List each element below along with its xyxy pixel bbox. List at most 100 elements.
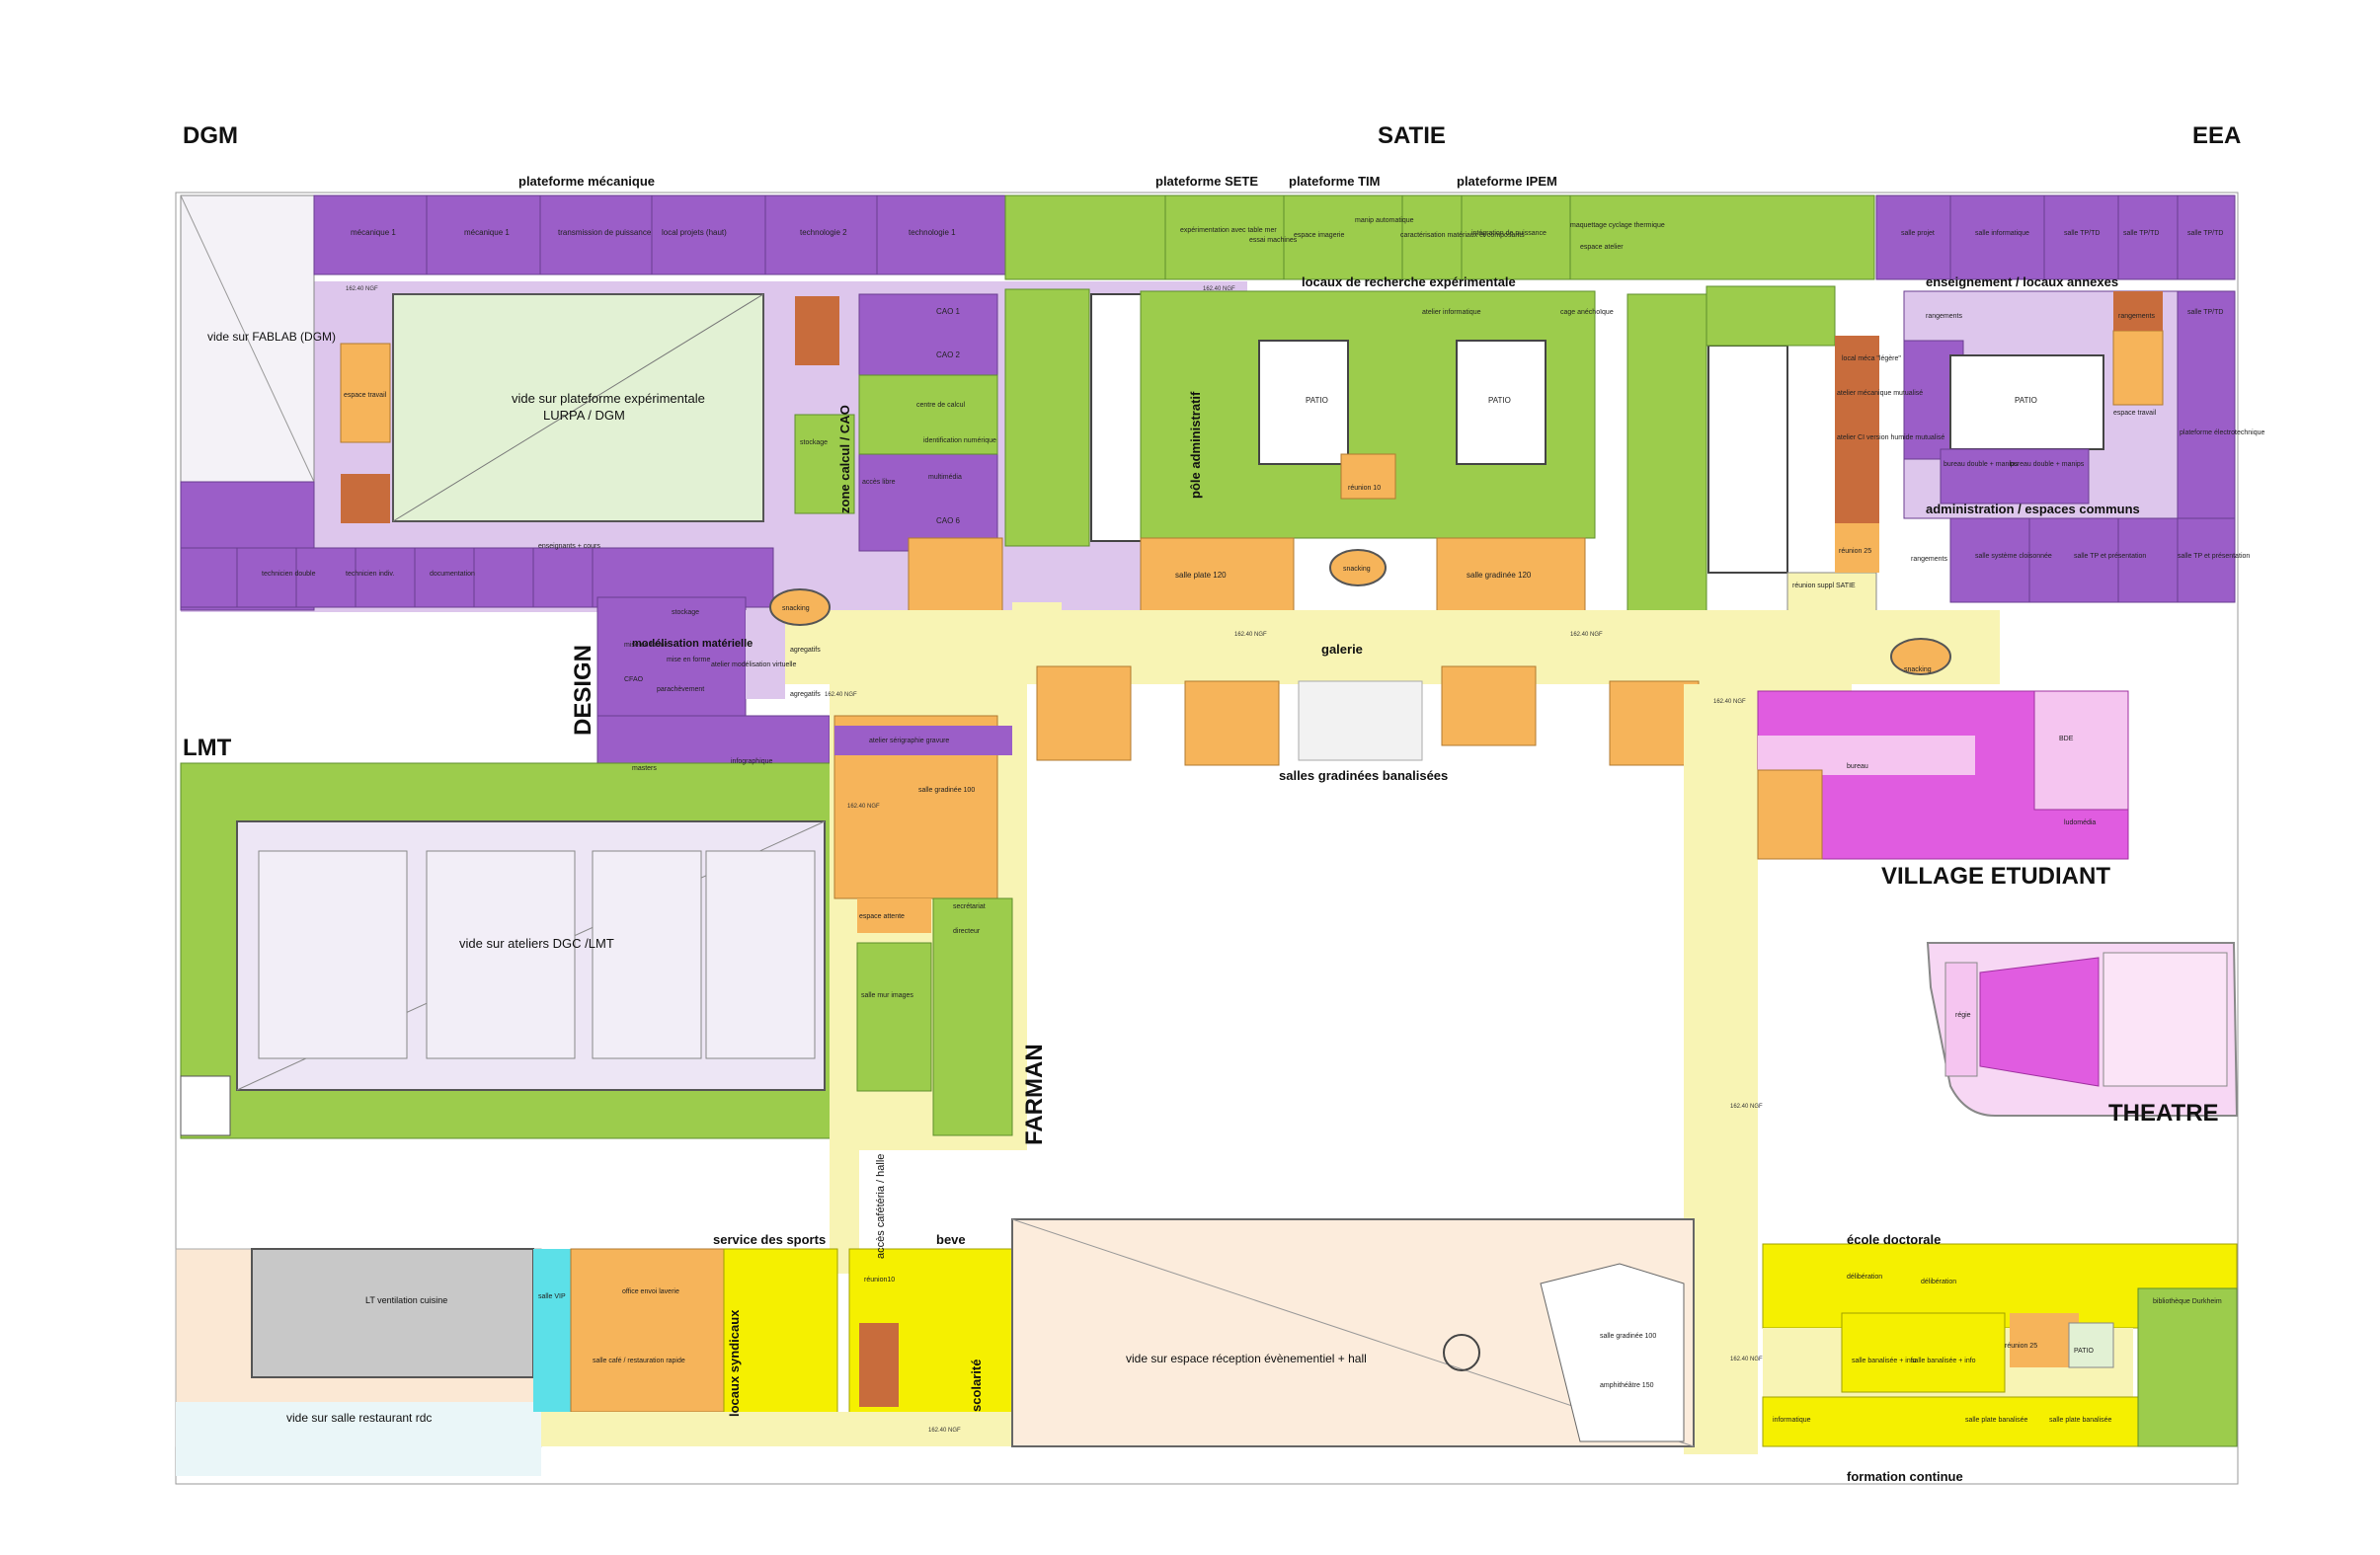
room-espace-atelier: espace atelier (1580, 244, 1624, 251)
salle-gradinee-120 (1436, 537, 1586, 613)
salle-gradinee-c (1441, 665, 1537, 746)
stockage-room (794, 414, 855, 514)
room-cao6: CAO 6 (936, 516, 961, 525)
level-ngf-10: 162.40 NGF (928, 1428, 961, 1434)
patio-3 (1949, 354, 2104, 450)
section-service-sports: service des sports (713, 1232, 826, 1247)
room-reunion10b: réunion10 (864, 1277, 895, 1283)
room-salle-gradinee-120: salle gradinée 120 (1467, 571, 1532, 580)
room-bureau-double-2: bureau double + manips (2010, 461, 2085, 468)
section-salles-gradinees: salles gradinées banalisées (1279, 768, 1448, 783)
room-salle-banalisee-2: salle banalisée + info (1911, 1358, 1976, 1364)
section-pole-admin: pôle administratif (1188, 391, 1203, 499)
eea-espace-travail (2112, 330, 2164, 406)
room-cao2: CAO 2 (936, 350, 961, 359)
satie-void-2 (1707, 345, 1788, 574)
level-ngf-8: 162.40 NGF (1730, 1104, 1763, 1110)
room-atelier-modelisation: atelier modélisation virtuelle (711, 661, 796, 668)
stair-block-1 (908, 537, 1003, 618)
satie-col-2 (1626, 293, 1707, 621)
room-espace-attente: espace attente (859, 913, 905, 920)
salle-gradinee-a (1036, 665, 1132, 761)
room-stockage: stockage (800, 439, 828, 446)
room-cfao: CFAO (624, 676, 644, 683)
label-lmt: LMT (183, 735, 232, 761)
room-snacking-2: snacking (1343, 566, 1371, 573)
room-centre-calcul: centre de calcul (916, 402, 965, 409)
sanitary-2 (795, 296, 839, 365)
section-galerie: galerie (1321, 642, 1363, 657)
snacking-oval-2 (1329, 549, 1387, 586)
patio-4 (2068, 1322, 2114, 1368)
salle-mur-images (856, 942, 932, 1092)
void-lurpa-2: LURPA / DGM (543, 408, 625, 423)
room-espace-travail: espace travail (2113, 410, 2157, 417)
eea-bottom-rooms (1949, 517, 2236, 603)
room-manip: manip automatique (1355, 217, 1414, 224)
office-cafe (570, 1248, 725, 1413)
room-agregatifs-1: agregatifs (790, 647, 821, 654)
room-mecanique1b: mécanique 1 (464, 228, 510, 237)
centre-calcul (858, 374, 998, 455)
beve-sanitary (859, 1323, 899, 1407)
room-local-meca: local méca "légère" (1842, 355, 1901, 362)
section-plateforme-sete: plateforme SETE (1155, 174, 1258, 189)
room-mecanique1a: mécanique 1 (351, 228, 396, 237)
label-eea: EEA (2192, 122, 2241, 149)
level-ngf-4: 162.40 NGF (1570, 632, 1603, 638)
room-integration: intégration de puissance (1471, 230, 1547, 237)
reunion-10 (1340, 453, 1396, 500)
dgm-sanitary (341, 474, 390, 523)
room-rangements-1: rangements (1926, 313, 1962, 320)
room-snacking-1: snacking (782, 605, 810, 612)
village-gradin (1757, 769, 1823, 860)
room-techno1: technologie 1 (909, 228, 956, 237)
label-dgm: DGM (183, 122, 238, 149)
room-enseignants: enseignants + cours (538, 543, 600, 550)
label-design: DESIGN (570, 645, 596, 736)
room-deliberation-2: délibération (1921, 1279, 1956, 1285)
room-mise-en-forme-2: mise en forme (667, 657, 710, 663)
section-plateforme-mecanique: plateforme mécanique (518, 174, 655, 189)
galerie-link (1012, 602, 1062, 632)
room-patio-4: PATIO (2074, 1348, 2095, 1355)
room-atelier-meca: atelier mécanique mutualisé (1837, 390, 1923, 397)
room-salle-cafe: salle café / restauration rapide (593, 1358, 685, 1364)
room-salle-vip: salle VIP (538, 1293, 566, 1300)
room-salle-banalisee-1: salle banalisée + info (1852, 1358, 1917, 1364)
level-ngf-9: 162.40 NGF (1730, 1357, 1763, 1362)
salle-vip (533, 1249, 571, 1412)
label-satie: SATIE (1378, 122, 1446, 149)
label-farman: FARMAN (1021, 1044, 1048, 1145)
room-patio-1: PATIO (1306, 396, 1328, 405)
village-corridor (1758, 736, 1975, 775)
reunion-25 (1835, 523, 1879, 573)
room-ludomedia: ludomédia (2064, 819, 2096, 826)
locaux-syndicaux (723, 1248, 838, 1418)
room-amphi-150: amphithéâtre 150 (1600, 1382, 1654, 1389)
room-bde: BDE (2059, 736, 2074, 742)
satie-top-right (1706, 285, 1836, 347)
level-ngf-7: 162.40 NGF (847, 804, 880, 810)
eea-labs (1875, 194, 2236, 280)
room-documentation: documentation (430, 571, 475, 578)
room-tp-3: salle TP/TD (2187, 230, 2223, 237)
void-fablab: vide sur FABLAB (DGM) (207, 330, 336, 344)
room-salle-plate-banalisee-2: salle plate banalisée (2049, 1417, 2112, 1424)
section-enseignement: enseignement / locaux annexes (1926, 274, 2118, 289)
salle-plate-120 (1140, 537, 1295, 613)
room-reunion10: réunion 10 (1348, 485, 1381, 492)
room-agregatifs-2: agregatifs (790, 691, 821, 698)
void-dgc: vide sur ateliers DGC /LMT (459, 936, 614, 951)
room-techno2: technologie 2 (800, 228, 847, 237)
bibliotheque (2137, 1287, 2238, 1447)
section-plateforme-tim: plateforme TIM (1289, 174, 1380, 189)
room-patio-2: PATIO (1488, 396, 1511, 405)
atelier-serigraphie (834, 726, 1012, 755)
room-technicien: technicien double (262, 571, 316, 578)
right-corridor (1684, 684, 1758, 1454)
amphi-150 (1540, 1263, 1685, 1442)
section-formation-continue: formation continue (1847, 1469, 1963, 1484)
section-locaux-recherche: locaux de recherche expérimentale (1302, 274, 1516, 289)
